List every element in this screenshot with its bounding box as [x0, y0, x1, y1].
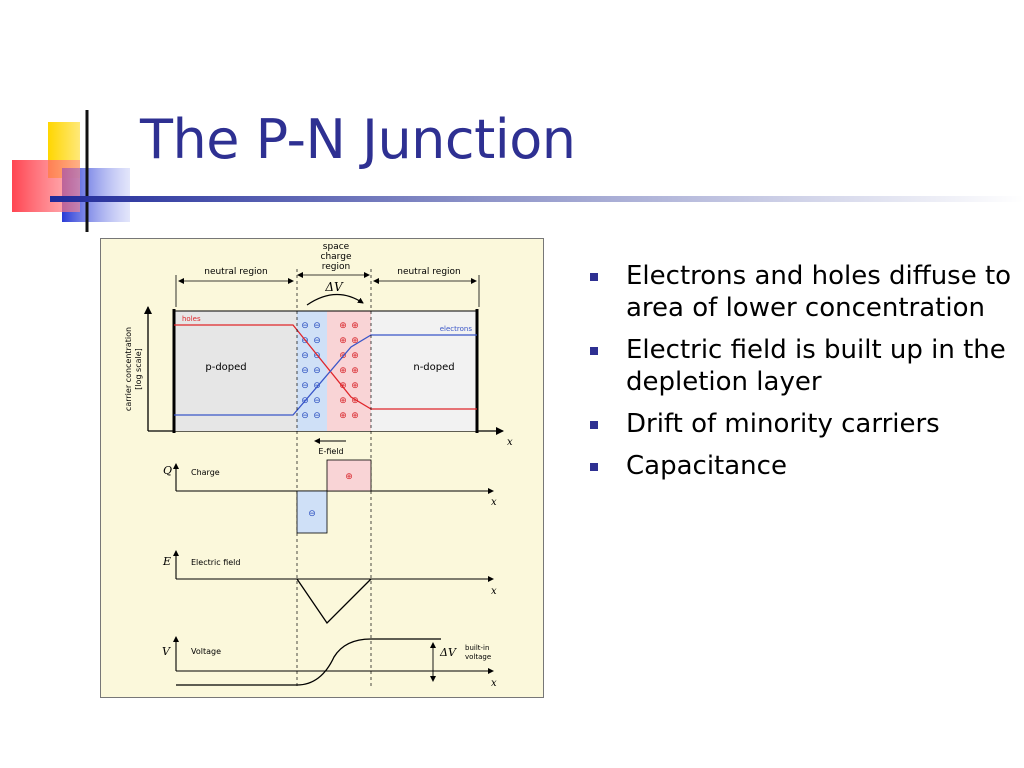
svg-text:⊕: ⊕ — [339, 336, 347, 346]
logo-red-square — [12, 160, 80, 212]
neutral-region-left-label: neutral region — [204, 267, 268, 277]
svg-text:⊖: ⊖ — [313, 396, 321, 406]
bullet-text: Drift of minority carriers — [626, 409, 940, 439]
svg-text:⊖: ⊖ — [301, 411, 309, 421]
efield-plot-label: Electric field — [191, 558, 240, 567]
slide-logo — [12, 110, 130, 232]
svg-text:⊖: ⊖ — [313, 351, 321, 361]
efield-curve — [296, 578, 372, 625]
efield-axis-symbol: E — [162, 555, 171, 568]
svg-text:⊕: ⊕ — [339, 396, 347, 406]
charge-plot-label: Charge — [191, 468, 220, 477]
concentration-x-label: x — [507, 437, 513, 448]
n-doped-label: n-doped — [413, 362, 454, 373]
svg-text:⊖: ⊖ — [301, 366, 309, 376]
bullet-list: Electrons and holes diffuse to area of l… — [586, 260, 1016, 492]
svg-text:⊖: ⊖ — [301, 381, 309, 391]
title-underline — [50, 196, 1024, 202]
voltage-axis-symbol: V — [162, 645, 171, 658]
svg-text:⊕: ⊕ — [351, 366, 359, 376]
electrons-label: electrons — [440, 325, 473, 333]
svg-text:⊖: ⊖ — [301, 336, 309, 346]
holes-concentration-curve — [174, 324, 477, 410]
p-doped-region — [174, 311, 297, 431]
bullet-item: Drift of minority carriers — [586, 408, 1016, 440]
neutral-region-right-label: neutral region — [397, 267, 461, 277]
positive-charge-symbol: ⊕ — [345, 472, 353, 482]
space-charge-label-2: charge — [321, 252, 352, 262]
svg-text:⊖: ⊖ — [301, 321, 309, 331]
pn-junction-diagram: space charge region neutral region neutr… — [100, 238, 544, 698]
space-charge-label-3: region — [322, 262, 350, 272]
svg-text:⊕: ⊕ — [351, 411, 359, 421]
svg-text:⊕: ⊕ — [339, 411, 347, 421]
positive-charge-region — [327, 311, 371, 431]
square-bullet-icon — [590, 347, 598, 355]
bullet-text: Capacitance — [626, 451, 787, 481]
negative-charge-region — [297, 311, 327, 431]
bullet-item: Electric field is built up in the deplet… — [586, 334, 1016, 398]
square-bullet-icon — [590, 273, 598, 281]
y-axis-label-concentration: carrier concentration — [124, 327, 133, 411]
svg-text:⊕: ⊕ — [351, 351, 359, 361]
space-charge-label-1: space — [323, 242, 350, 252]
negative-charge-block — [296, 490, 328, 534]
p-doped-label: p-doped — [205, 362, 246, 373]
delta-v-top-label: ΔV — [324, 280, 344, 294]
svg-text:⊖: ⊖ — [313, 366, 321, 376]
builtin-label-2: voltage — [465, 653, 491, 661]
voltage-curve — [296, 638, 441, 686]
svg-text:⊕: ⊕ — [351, 396, 359, 406]
e-field-label: E-field — [318, 447, 343, 456]
svg-text:⊕: ⊕ — [339, 366, 347, 376]
n-doped-region — [371, 311, 477, 431]
charge-x-label: x — [491, 497, 497, 508]
efield-x-label: x — [491, 586, 497, 597]
bullet-text: Electrons and holes diffuse to area of l… — [626, 261, 1012, 323]
svg-text:⊖: ⊖ — [313, 336, 321, 346]
svg-text:⊕: ⊕ — [351, 321, 359, 331]
bullet-item: Capacitance — [586, 450, 1016, 482]
delta-v-builtin-label: ΔV — [439, 646, 457, 659]
svg-text:⊖: ⊖ — [301, 351, 309, 361]
negative-charge-symbol: ⊖ — [308, 509, 316, 519]
square-bullet-icon — [590, 463, 598, 471]
svg-text:⊕: ⊕ — [351, 336, 359, 346]
y-axis-label-log-scale: [log scale] — [134, 348, 143, 390]
square-bullet-icon — [590, 421, 598, 429]
svg-text:⊖: ⊖ — [313, 321, 321, 331]
positive-charge-block — [326, 459, 372, 492]
electrons-concentration-curve — [174, 334, 477, 416]
voltage-plot-label: Voltage — [191, 647, 221, 656]
charge-axis-symbol: Q — [163, 464, 172, 477]
holes-label: holes — [182, 315, 201, 323]
builtin-label-1: built-in — [465, 644, 489, 652]
svg-text:⊕: ⊕ — [351, 381, 359, 391]
diffusion-curved-arrow — [306, 293, 364, 306]
slide-title: The P-N Junction — [140, 108, 576, 171]
voltage-x-label: x — [491, 678, 497, 689]
bullet-item: Electrons and holes diffuse to area of l… — [586, 260, 1016, 324]
svg-text:⊖: ⊖ — [313, 411, 321, 421]
svg-text:⊕: ⊕ — [339, 381, 347, 391]
bullet-text: Electric field is built up in the deplet… — [626, 335, 1006, 397]
svg-text:⊕: ⊕ — [339, 321, 347, 331]
